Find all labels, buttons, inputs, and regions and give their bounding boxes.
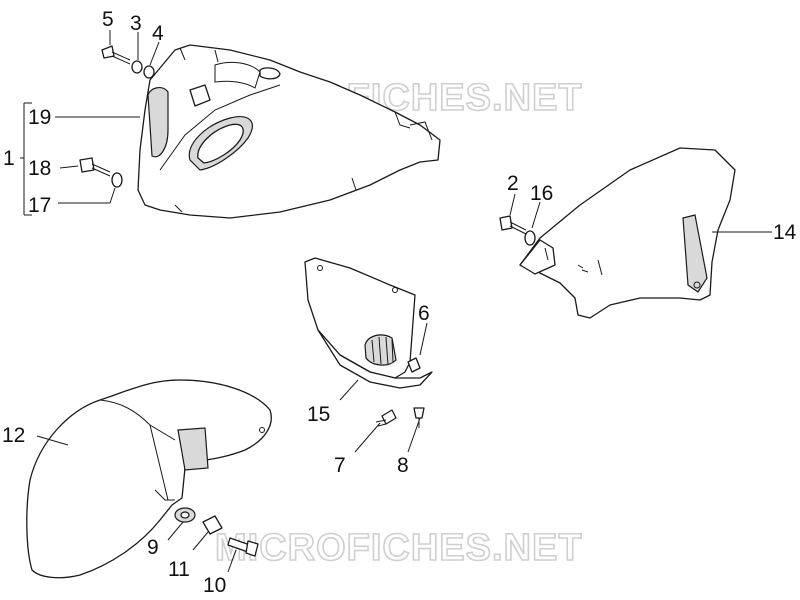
screw-part-2 [499, 215, 527, 235]
callout-1: 1 [3, 147, 15, 170]
bushing-part-11 [202, 515, 223, 535]
callout-6: 6 [418, 302, 430, 325]
screw-part-7 [375, 409, 397, 427]
screw-part-18 [79, 157, 111, 177]
callout-7: 7 [334, 454, 346, 477]
screw-part-8 [413, 407, 425, 428]
washer-part-17 [111, 172, 123, 188]
callout-5: 5 [102, 8, 114, 31]
callout-12: 12 [2, 424, 25, 447]
washer-part-3 [131, 60, 143, 74]
washer-part-4 [143, 65, 155, 79]
callout-11: 11 [168, 558, 190, 581]
spacer-part-9 [174, 507, 196, 523]
lower-panel-part-15 [304, 257, 433, 389]
washer-part-16 [524, 230, 536, 246]
callout-14: 14 [773, 221, 797, 244]
front-mudguard-part-12 [26, 379, 272, 579]
leader-lines [20, 30, 772, 573]
callout-17: 17 [28, 194, 51, 217]
clip-part-6 [407, 357, 421, 373]
callout-16: 16 [530, 182, 553, 205]
rear-mudguard-part-14 [519, 147, 736, 319]
callout-9: 9 [147, 536, 159, 559]
vent-grille [364, 334, 397, 366]
callout-8: 8 [397, 454, 409, 477]
callout-3: 3 [130, 12, 142, 35]
leg-shield-part-19 [137, 44, 441, 219]
callout-15: 15 [307, 403, 330, 426]
callout-18: 18 [28, 157, 51, 180]
callout-4: 4 [152, 22, 164, 45]
bolt-part-10 [227, 537, 259, 557]
callout-2: 2 [507, 172, 519, 195]
callout-labels: 5 3 4 19 1 18 17 2 16 14 6 15 7 8 12 9 1… [2, 8, 797, 597]
screw-part-5 [101, 45, 131, 65]
callout-19: 19 [28, 106, 51, 129]
watermark-bottom: MICROFICHES.NET [215, 527, 583, 569]
callout-10: 10 [203, 574, 226, 597]
